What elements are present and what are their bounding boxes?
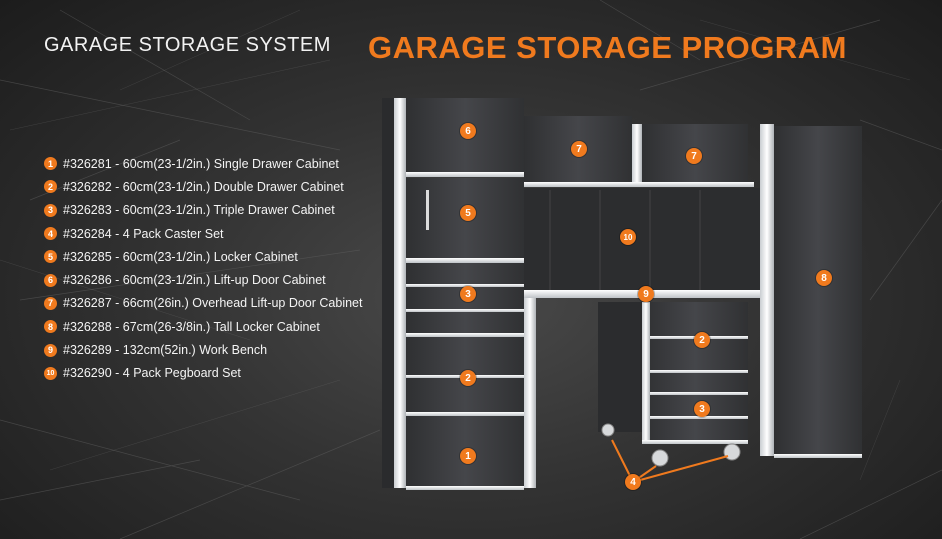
number-badge: 8	[44, 320, 57, 334]
product-text: #326289 - 132cm(52in.) Work Bench	[63, 343, 268, 358]
callout-2b: 2	[694, 332, 710, 348]
product-text: #326290 - 4 Pack Pegboard Set	[63, 366, 241, 381]
number-badge: 1	[44, 157, 57, 171]
number-badge: 6	[44, 273, 57, 287]
list-item: 9 #326289 - 132cm(52in.) Work Bench	[44, 338, 362, 361]
callout-2: 2	[460, 370, 476, 386]
callout-6: 6	[460, 123, 476, 139]
list-item: 10 #326290 - 4 Pack Pegboard Set	[44, 362, 362, 385]
list-item: 6 #326286 - 60cm(23-1/2in.) Lift-up Door …	[44, 268, 362, 291]
product-text: #326282 - 60cm(23-1/2in.) Double Drawer …	[63, 179, 344, 194]
number-badge: 7	[44, 296, 57, 310]
callout-7b: 7	[686, 148, 702, 164]
callout-5: 5	[460, 205, 476, 221]
number-badge: 5	[44, 250, 57, 264]
callout-7a: 7	[571, 141, 587, 157]
list-item: 2 #326282 - 60cm(23-1/2in.) Double Drawer…	[44, 175, 362, 198]
number-badge: 9	[44, 343, 57, 357]
list-item: 1 #326281 - 60cm(23-1/2in.) Single Drawer…	[44, 152, 362, 175]
callout-3: 3	[460, 286, 476, 302]
left-cabinet-stack	[382, 98, 524, 490]
list-item: 3 #326283 - 60cm(23-1/2in.) Triple Drawer…	[44, 199, 362, 222]
page-title: GARAGE STORAGE PROGRAM	[368, 30, 847, 65]
callout-3b: 3	[694, 401, 710, 417]
product-text: #326281 - 60cm(23-1/2in.) Single Drawer …	[63, 156, 339, 171]
rolling-cabinet	[598, 302, 748, 467]
number-badge: 4	[44, 227, 57, 241]
product-text: #326283 - 60cm(23-1/2in.) Triple Drawer …	[63, 203, 335, 218]
number-badge: 3	[44, 203, 57, 217]
list-item: 7 #326287 - 66cm(26in.) Overhead Lift-up …	[44, 292, 362, 315]
product-text: #326287 - 66cm(26in.) Overhead Lift-up D…	[63, 296, 363, 311]
callout-10: 10	[620, 229, 636, 245]
number-badge: 2	[44, 180, 57, 194]
product-text: #326286 - 60cm(23-1/2in.) Lift-up Door C…	[63, 273, 326, 288]
product-text: #326284 - 4 Pack Caster Set	[63, 226, 224, 241]
product-list: 1 #326281 - 60cm(23-1/2in.) Single Drawer…	[44, 152, 362, 385]
list-item: 8 #326288 - 67cm(26-3/8in.) Tall Locker C…	[44, 315, 362, 338]
callout-4: 4	[625, 474, 641, 490]
callout-1: 1	[460, 448, 476, 464]
list-item: 4 #326284 - 4 Pack Caster Set	[44, 222, 362, 245]
callout-9: 9	[638, 286, 654, 302]
product-text: #326288 - 67cm(26-3/8in.) Tall Locker Ca…	[63, 319, 320, 334]
number-badge: 10	[44, 366, 57, 380]
callout-8: 8	[816, 270, 832, 286]
product-text: #326285 - 60cm(23-1/2in.) Locker Cabinet	[63, 249, 298, 264]
list-item: 5 #326285 - 60cm(23-1/2in.) Locker Cabine…	[44, 245, 362, 268]
page-subtitle: GARAGE STORAGE SYSTEM	[44, 34, 331, 56]
